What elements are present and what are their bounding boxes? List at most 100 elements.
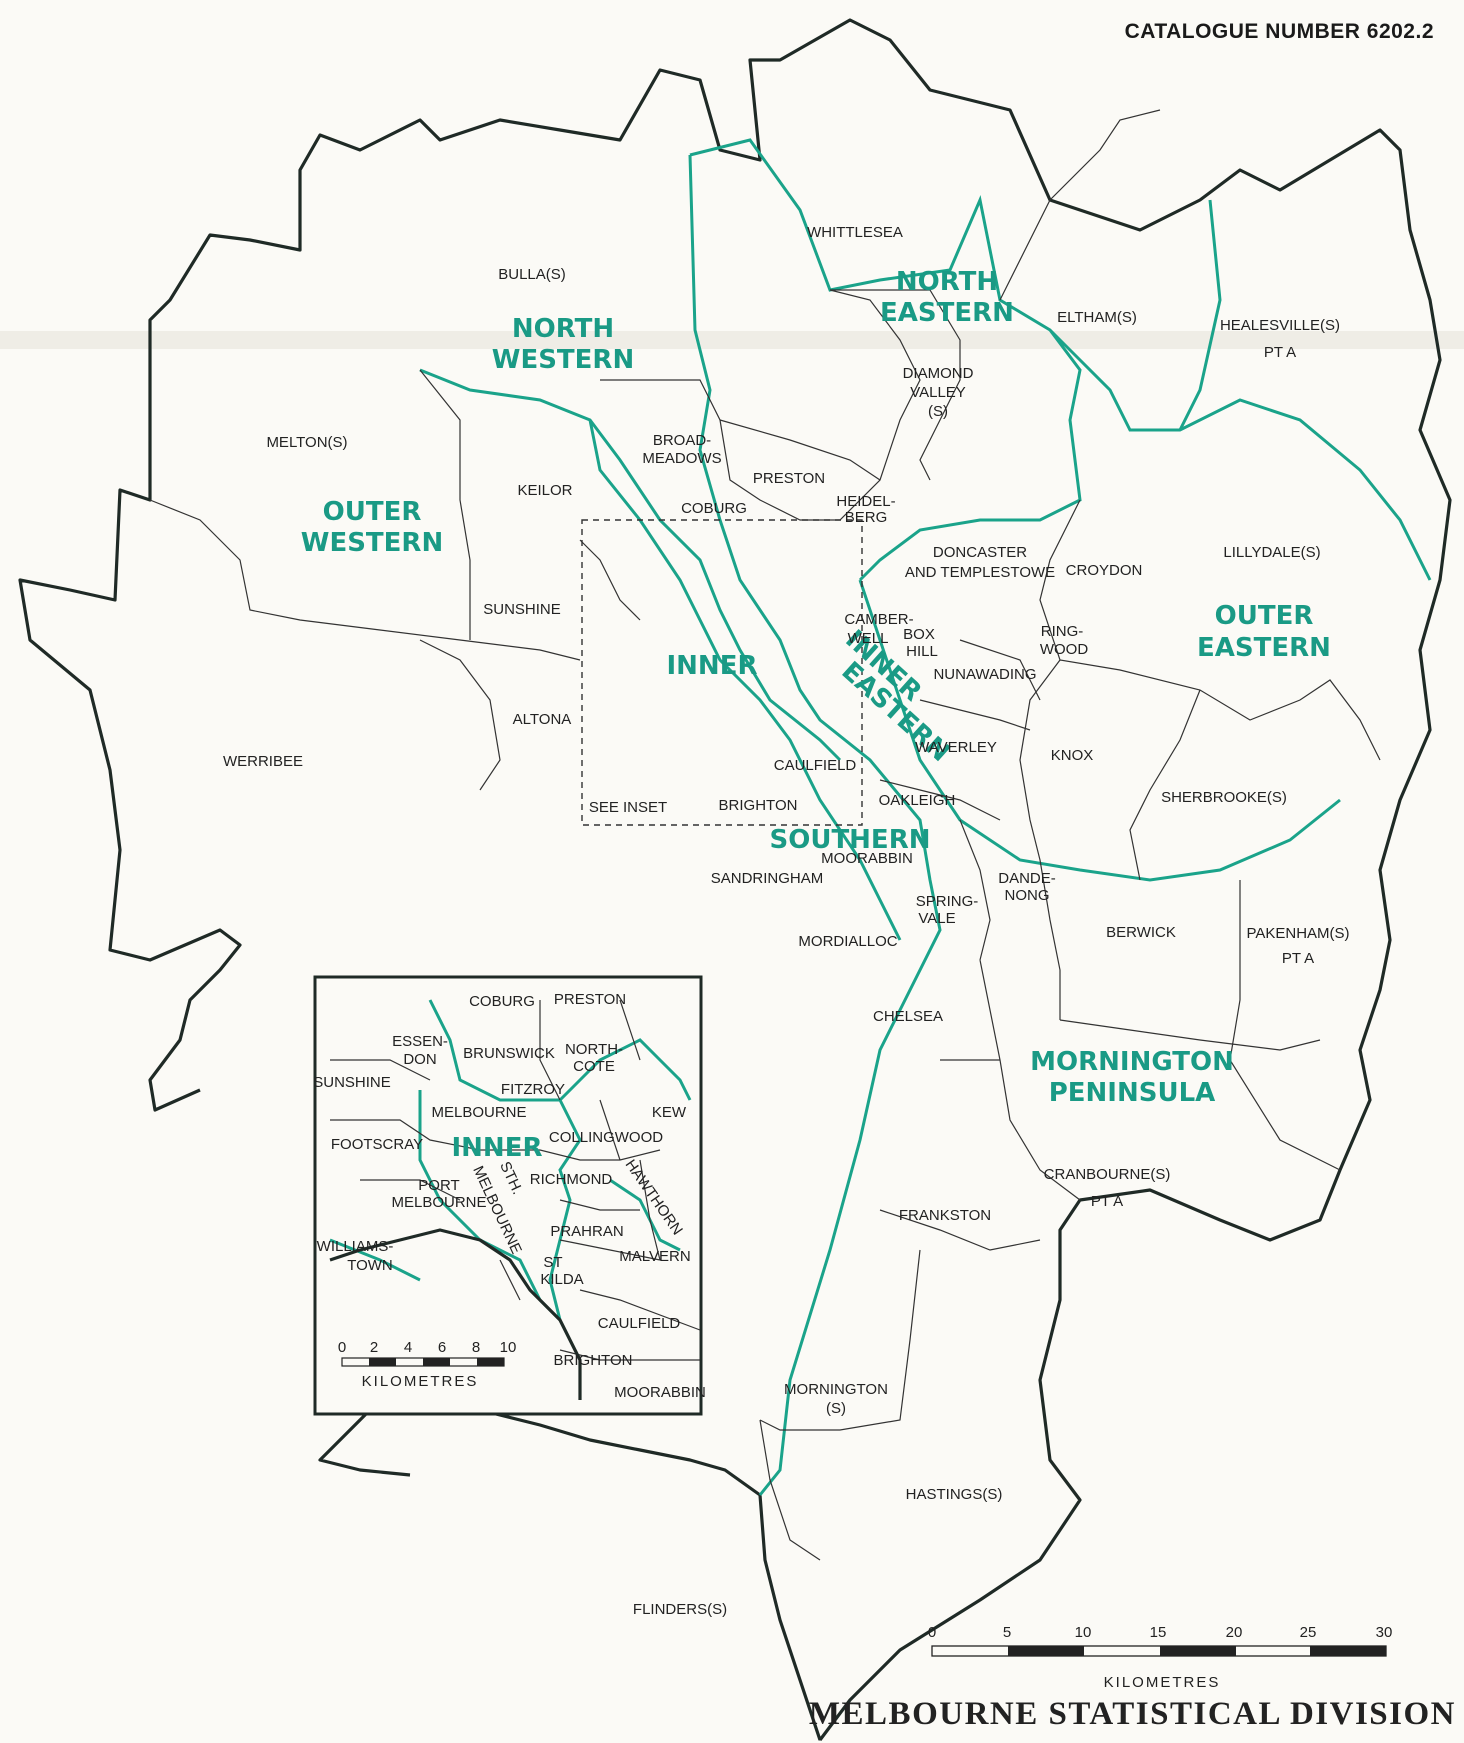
lga-oakleigh: OAKLEIGH — [879, 792, 956, 809]
lga-nunawading: NUNAWADING — [933, 666, 1036, 683]
lga-coburg: COBURG — [681, 500, 747, 517]
region-outer-western-line1: OUTER — [323, 497, 422, 527]
lga-sherbrooke: SHERBROOKE(S) — [1161, 789, 1287, 806]
scale-unit: KILOMETRES — [1104, 1674, 1221, 1691]
region-north-eastern-line1: NORTH — [896, 267, 998, 297]
lga-dandenong-2: NONG — [1005, 887, 1050, 904]
inset-malvern: MALVERN — [619, 1248, 690, 1265]
inset-northcote-2: COTE — [573, 1058, 615, 1075]
lga-diamond-valley-1: DIAMOND — [903, 365, 974, 382]
inset-brighton: BRIGHTON — [554, 1352, 633, 1369]
inset-port-melbourne-2: MELBOURNE — [391, 1194, 486, 1211]
lga-caulfield: CAULFIELD — [774, 757, 857, 774]
scale-tick-25: 25 — [1300, 1624, 1317, 1641]
region-mornington-peninsula-line2: PENINSULA — [1049, 1078, 1216, 1108]
inset-scale-unit: KILOMETRES — [362, 1373, 479, 1390]
catalogue-number: CATALOGUE NUMBER 6202.2 — [1124, 20, 1434, 43]
inset-st-kilda-2: KILDA — [540, 1271, 583, 1288]
lga-camberwell-2: WELL — [848, 630, 889, 647]
main-scale-bar: 0 5 10 15 20 25 30 KILOMETRES — [928, 1624, 1393, 1691]
map-title: MELBOURNE STATISTICAL DIVISION — [808, 1696, 1456, 1732]
lga-knox: KNOX — [1051, 747, 1094, 764]
inset-scale-tick-8: 8 — [472, 1339, 480, 1356]
inset-scale-tick-4: 4 — [404, 1339, 412, 1356]
lga-box-hill-2: HILL — [906, 643, 938, 660]
lga-bulla: BULLA(S) — [498, 266, 566, 283]
lga-mordialloc: MORDIALLOC — [798, 933, 897, 950]
inset-caulfield: CAULFIELD — [598, 1315, 681, 1332]
lga-mornington-1: MORNINGTON — [784, 1381, 888, 1398]
lga-diamond-valley-3: (S) — [928, 403, 948, 420]
region-north-western-line1: NORTH — [512, 314, 614, 344]
inset-brunswick: BRUNSWICK — [463, 1045, 555, 1062]
lga-see-inset: SEE INSET — [589, 799, 667, 816]
lga-cranbourne-2: PT A — [1091, 1193, 1123, 1210]
inset-fitzroy: FITZROY — [501, 1081, 565, 1098]
lga-hastings: HASTINGS(S) — [906, 1486, 1003, 1503]
lga-waverley: WAVERLEY — [915, 739, 997, 756]
lga-pakenham-1: PAKENHAM(S) — [1246, 925, 1349, 942]
lga-werribee: WERRIBEE — [223, 753, 303, 770]
lga-altona: ALTONA — [513, 711, 572, 728]
lga-lillydale: LILLYDALE(S) — [1223, 544, 1320, 561]
region-outer-eastern-line2: EASTERN — [1197, 633, 1331, 663]
lga-berwick: BERWICK — [1106, 924, 1176, 941]
inset-footscray: FOOTSCRAY — [331, 1136, 423, 1153]
lga-flinders: FLINDERS(S) — [633, 1601, 727, 1618]
scale-tick-20: 20 — [1226, 1624, 1243, 1641]
region-mornington-peninsula-line1: MORNINGTON — [1030, 1047, 1234, 1077]
lga-preston: PRESTON — [753, 470, 825, 487]
inset-melbourne: MELBOURNE — [431, 1104, 526, 1121]
inset-sunshine: SUNSHINE — [313, 1074, 391, 1091]
lga-keilor: KEILOR — [517, 482, 572, 499]
lga-sunshine: SUNSHINE — [483, 601, 561, 618]
inset-williamstown-2: TOWN — [347, 1257, 393, 1274]
lga-healesville: HEALESVILLE(S) — [1220, 317, 1340, 334]
inset-scale-tick-10: 10 — [500, 1339, 517, 1356]
inset-preston: PRESTON — [554, 991, 626, 1008]
lga-broadmeadows-1: BROAD- — [653, 432, 711, 449]
inset-moorabbin: MOORABBIN — [614, 1384, 706, 1401]
lga-moorabbin: MOORABBIN — [821, 850, 913, 867]
inset-scale-tick-0: 0 — [338, 1339, 346, 1356]
lga-box-hill-1: BOX — [903, 626, 935, 643]
scale-tick-10: 10 — [1075, 1624, 1092, 1641]
lga-melton: MELTON(S) — [266, 434, 347, 451]
scale-tick-0: 0 — [928, 1624, 936, 1641]
lga-sandringham: SANDRINGHAM — [711, 870, 824, 887]
lga-pakenham-2: PT A — [1282, 950, 1314, 967]
lga-springvale-1: SPRING- — [916, 893, 979, 910]
scale-tick-30: 30 — [1376, 1624, 1393, 1641]
region-outer-western-line2: WESTERN — [301, 528, 443, 558]
inset-essendon-2: DON — [403, 1051, 436, 1068]
lga-springvale-2: VALE — [918, 910, 955, 927]
scale-tick-5: 5 — [1003, 1624, 1011, 1641]
inset-map — [313, 975, 703, 1416]
lga-doncaster-1: DONCASTER — [933, 544, 1027, 561]
inset-essendon-1: ESSEN- — [392, 1033, 448, 1050]
region-outer-eastern-line1: OUTER — [1215, 601, 1314, 631]
lga-heidelberg-2: BERG — [845, 509, 888, 526]
lga-whittlesea: WHITTLESEA — [807, 224, 903, 241]
inset-coburg: COBURG — [469, 993, 535, 1010]
lga-heidelberg-1: HEIDEL- — [836, 493, 895, 510]
lga-ringwood-2: WOOD — [1040, 641, 1088, 658]
lga-mornington-2: (S) — [826, 1400, 846, 1417]
lga-doncaster-2: AND TEMPLESTOWE — [905, 564, 1055, 581]
inset-richmond: RICHMOND — [530, 1171, 613, 1188]
lga-camberwell-1: CAMBER- — [844, 611, 913, 628]
inset-area-marker — [581, 519, 863, 826]
lga-ringwood-1: RING- — [1041, 623, 1084, 640]
inset-northcote-1: NORTH- — [565, 1041, 623, 1058]
lga-cranbourne-1: CRANBOURNE(S) — [1044, 1166, 1171, 1183]
lga-brighton: BRIGHTON — [719, 797, 798, 814]
lga-diamond-valley-2: VALLEY — [910, 384, 966, 401]
inset-williamstown-1: WILLIAMS- — [317, 1238, 394, 1255]
inset-kew: KEW — [652, 1104, 687, 1121]
lga-broadmeadows-2: MEADOWS — [642, 450, 721, 467]
lga-croydon: CROYDON — [1066, 562, 1143, 579]
region-inner: INNER — [667, 651, 758, 681]
inset-scale-tick-2: 2 — [370, 1339, 378, 1356]
region-boundaries — [419, 138, 1432, 1496]
